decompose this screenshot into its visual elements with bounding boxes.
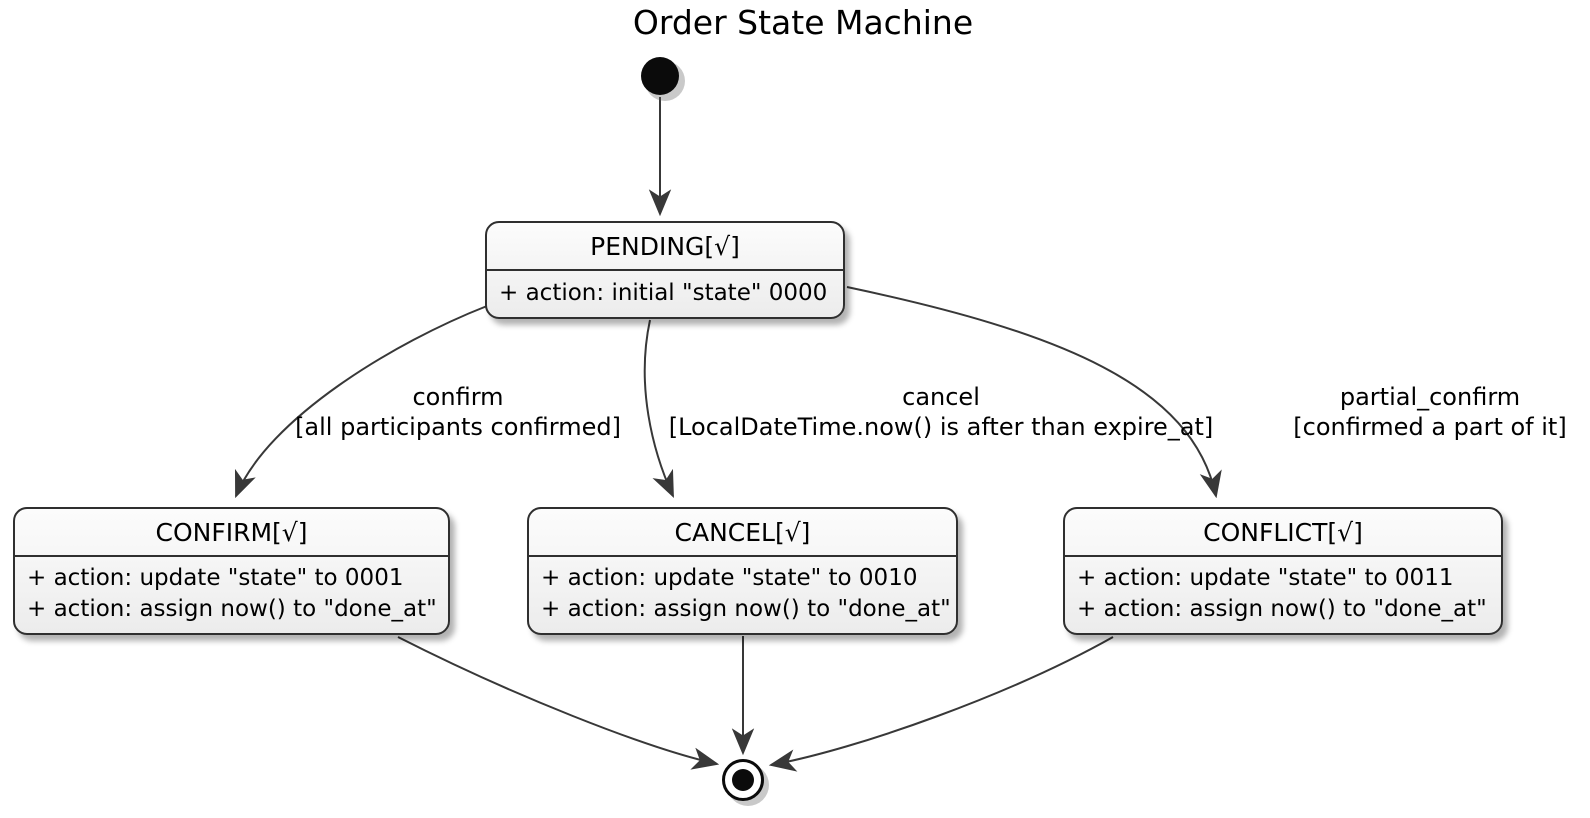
- state-confirm: CONFIRM[√] + action: update "state" to 0…: [13, 507, 450, 635]
- final-state-node: [722, 759, 769, 806]
- state-cancel-body: + action: update "state" to 0010 + actio…: [529, 557, 956, 625]
- state-cancel-action: + action: assign now() to "done_at": [541, 596, 951, 622]
- state-confirm-action: + action: update "state" to 0001: [27, 565, 404, 591]
- state-pending-body: + action: initial "state" 0000: [487, 271, 843, 309]
- edge-conflict-to-final: [768, 636, 1114, 772]
- state-conflict-body: + action: update "state" to 0011 + actio…: [1065, 557, 1501, 625]
- transition-guard: [all participants confirmed]: [295, 413, 621, 441]
- state-cancel-action: + action: update "state" to 0010: [541, 565, 918, 591]
- final-state-dot: [732, 769, 754, 791]
- transition-guard: [confirmed a part of it]: [1293, 413, 1567, 441]
- transition-label-confirm: confirm [all participants confirmed]: [295, 382, 621, 442]
- state-pending: PENDING[√] + action: initial "state" 000…: [485, 221, 845, 319]
- transition-event: partial_confirm: [1339, 383, 1521, 411]
- diagram-title: Order State Machine: [632, 3, 974, 42]
- initial-state-dot: [641, 57, 679, 95]
- edge-confirm-to-final: [397, 636, 720, 770]
- transition-label-partial-confirm: partial_confirm [confirmed a part of it]: [1293, 382, 1566, 442]
- transition-guard: [LocalDateTime.now() is after than expir…: [668, 413, 1214, 441]
- edge-pending-to-conflict: [846, 286, 1222, 499]
- transition-event: confirm: [412, 383, 504, 411]
- state-pending-action: + action: initial "state" 0000: [499, 280, 828, 306]
- state-conflict-action: + action: assign now() to "done_at": [1077, 596, 1487, 622]
- edge-pending-to-cancel: [643, 319, 674, 499]
- state-conflict-title: CONFLICT[√]: [1065, 509, 1501, 557]
- edge-pending-to-confirm: [235, 305, 488, 499]
- transition-label-cancel: cancel [LocalDateTime.now() is after tha…: [669, 382, 1214, 442]
- initial-state-node: [641, 57, 685, 101]
- state-confirm-body: + action: update "state" to 0001 + actio…: [15, 557, 448, 625]
- state-conflict-action: + action: update "state" to 0011: [1077, 565, 1454, 591]
- state-conflict: CONFLICT[√] + action: update "state" to …: [1063, 507, 1503, 635]
- state-confirm-action: + action: assign now() to "done_at": [27, 596, 437, 622]
- state-cancel: CANCEL[√] + action: update "state" to 00…: [527, 507, 958, 635]
- state-confirm-title: CONFIRM[√]: [15, 509, 448, 557]
- state-cancel-title: CANCEL[√]: [529, 509, 956, 557]
- state-pending-title: PENDING[√]: [487, 223, 843, 271]
- transition-event: cancel: [902, 383, 980, 411]
